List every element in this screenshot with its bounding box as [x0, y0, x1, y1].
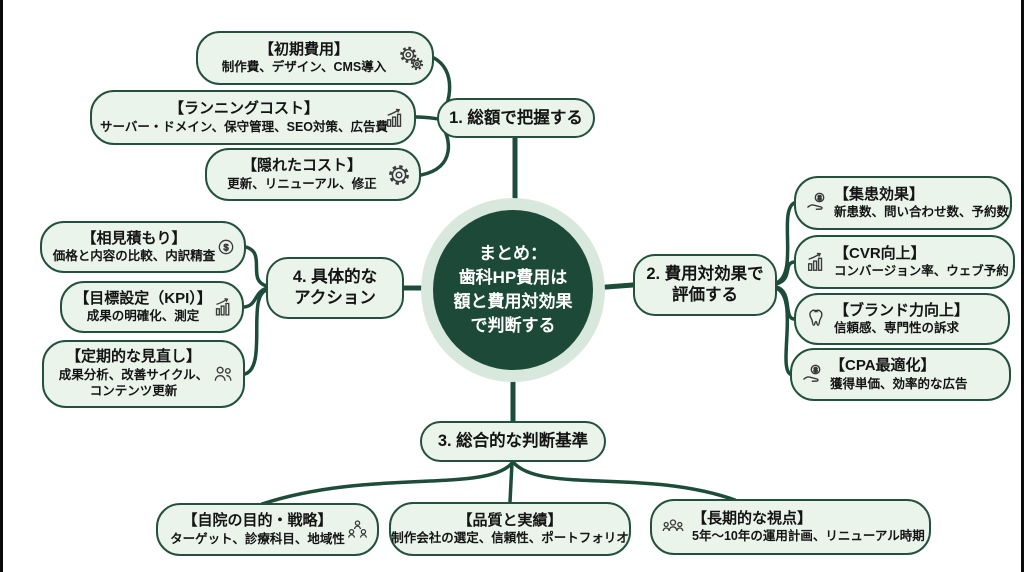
node-hidden-cost-desc: 更新、リニューアル、修正 — [227, 176, 377, 191]
node-clinic-strategy-title: 【自院の目的・戦略】 — [182, 512, 333, 529]
node-brand-improvement-title: 【ブランド力向上】 — [834, 301, 970, 319]
letterbox-right — [1021, 0, 1024, 572]
node-cvr-improvement-desc: コンバージョン率、ウェブ予約 — [834, 264, 1009, 279]
node-hidden-cost: 【隠れたコスト】 更新、リニューアル、修正 — [205, 148, 421, 201]
tooth-icon — [805, 307, 829, 331]
chart-up-icon — [805, 251, 827, 273]
node-running-cost: 【ランニングコスト】 サーバー・ドメイン、保守管理、SEO対策、広告費 — [90, 90, 416, 145]
link-b3-strategy — [260, 460, 515, 506]
letterbox-left — [0, 0, 3, 572]
node-brand-improvement: 【ブランド力向上】 信頼感、専門性の訴求 — [794, 293, 1010, 345]
branch-4-label: 4. 具体的な アクション — [292, 268, 378, 307]
link-center-branch2 — [590, 282, 636, 291]
node-patient-acquisition-title: 【集患効果】 — [834, 185, 925, 203]
branch-1-label: 1. 総額で把握する — [449, 108, 583, 127]
link-b3-longterm — [511, 460, 737, 502]
org-people-icon — [346, 518, 369, 541]
node-periodic-review-title: 【定期的な見直し】 — [65, 348, 201, 366]
node-periodic-review: 【定期的な見直し】 成果分析、改善サイクル、 コンテンツ更新 — [42, 340, 245, 408]
link-b4-review — [243, 288, 269, 376]
node-cpa-optimization-desc: 獲得単価、効率的な広告 — [830, 376, 968, 391]
branch-3-label: 3. 総合的な判断基準 — [437, 432, 589, 451]
coin-hand-icon — [805, 191, 829, 215]
node-competitive-quotes-desc: 価格と内容の比較、内訳精査 — [52, 249, 216, 264]
branch-2-cost-effectiveness: 2. 費用対効果で 評価する — [633, 254, 777, 316]
link-b1-running-cost — [414, 115, 441, 121]
node-patient-acquisition-desc: 新患数、問い合わせ数、予約数 — [834, 205, 1010, 220]
branch-4-concrete-actions: 4. 具体的な アクション — [266, 257, 404, 319]
link-b2-cpa — [774, 286, 792, 376]
node-hidden-cost-title: 【隠れたコスト】 — [241, 157, 362, 174]
node-long-term-view-title: 【長期的な視点】 — [692, 509, 813, 527]
node-periodic-review-desc: 成果分析、改善サイクル、 コンテンツ更新 — [58, 368, 209, 399]
node-cpa-optimization-title: 【CPA最適化】 — [830, 357, 936, 374]
node-clinic-strategy-desc: ターゲット、診療科目、地域性 — [170, 531, 345, 546]
link-b2-cvr — [774, 260, 796, 286]
node-kpi-goal-setting-title: 【目標設定（KPI）】 — [74, 289, 212, 307]
node-initial-cost: 【初期費用】 制作費、デザイン、CMS導入 — [196, 31, 434, 85]
node-quality-track-record-title: 【品質と実績】 — [457, 511, 563, 529]
link-b4-quotes — [244, 245, 269, 288]
node-initial-cost-title: 【初期費用】 — [258, 40, 349, 58]
node-kpi-goal-setting-desc: 成果の明確化、測定 — [86, 309, 200, 324]
node-patient-acquisition: 【集患効果】 新患数、問い合わせ数、予約数 — [794, 176, 1012, 230]
dollar-circle-icon — [216, 237, 236, 257]
center-topic-text: まとめ： 歯科HP費用は 額と費用対効果 で判断する — [453, 244, 573, 335]
node-cpa-optimization: 【CPA最適化】 獲得単価、効率的な広告 — [790, 348, 1011, 401]
node-initial-cost-desc: 制作費、デザイン、CMS導入 — [221, 60, 387, 75]
link-b3-quality — [508, 460, 514, 504]
people-group-icon — [661, 515, 685, 539]
node-cvr-improvement-title: 【CVR向上】 — [834, 244, 926, 262]
node-long-term-view: 【長期的な視点】 5年〜10年の運用計画、リニューアル時期 — [650, 499, 931, 555]
node-running-cost-title: 【ランニングコスト】 — [168, 100, 319, 117]
node-competitive-quotes-title: 【相見積もり】 — [81, 229, 187, 247]
branch-1-total: 1. 総額で把握する — [437, 98, 595, 138]
node-quality-track-record-desc: 制作会社の選定、信頼性、ポートフォリオ — [391, 531, 629, 546]
node-quality-track-record: 【品質と実績】 制作会社の選定、信頼性、ポートフォリオ — [389, 502, 631, 556]
node-clinic-strategy: 【自院の目的・戦略】 ターゲット、診療科目、地域性 — [156, 503, 379, 556]
node-cvr-improvement: 【CVR向上】 コンバージョン率、ウェブ予約 — [794, 235, 1015, 289]
link-b2-patient-acquisition — [774, 201, 796, 285]
gears-icon — [398, 45, 424, 71]
node-running-cost-desc: サーバー・ドメイン、保守管理、SEO対策、広告費 — [99, 119, 389, 134]
branch-2-label: 2. 費用対効果で 評価する — [646, 265, 764, 304]
node-competitive-quotes: 【相見積もり】 価格と内容の比較、内訳精査 — [40, 221, 246, 273]
gear-icon — [387, 163, 411, 187]
node-long-term-view-desc: 5年〜10年の運用計画、リニューアル時期 — [692, 529, 925, 544]
branch-3-judgment-criteria: 3. 総合的な判断基準 — [420, 421, 606, 462]
coin-hand-icon — [801, 363, 825, 387]
node-kpi-goal-setting: 【目標設定（KPI）】 成果の明確化、測定 — [60, 281, 244, 333]
chart-up-icon — [384, 107, 406, 129]
center-topic: まとめ： 歯科HP費用は 額と費用対効果 で判断する — [433, 210, 593, 370]
node-brand-improvement-desc: 信頼感、専門性の訴求 — [834, 321, 960, 336]
people-icon — [212, 363, 235, 386]
chart-up-icon — [213, 297, 234, 318]
